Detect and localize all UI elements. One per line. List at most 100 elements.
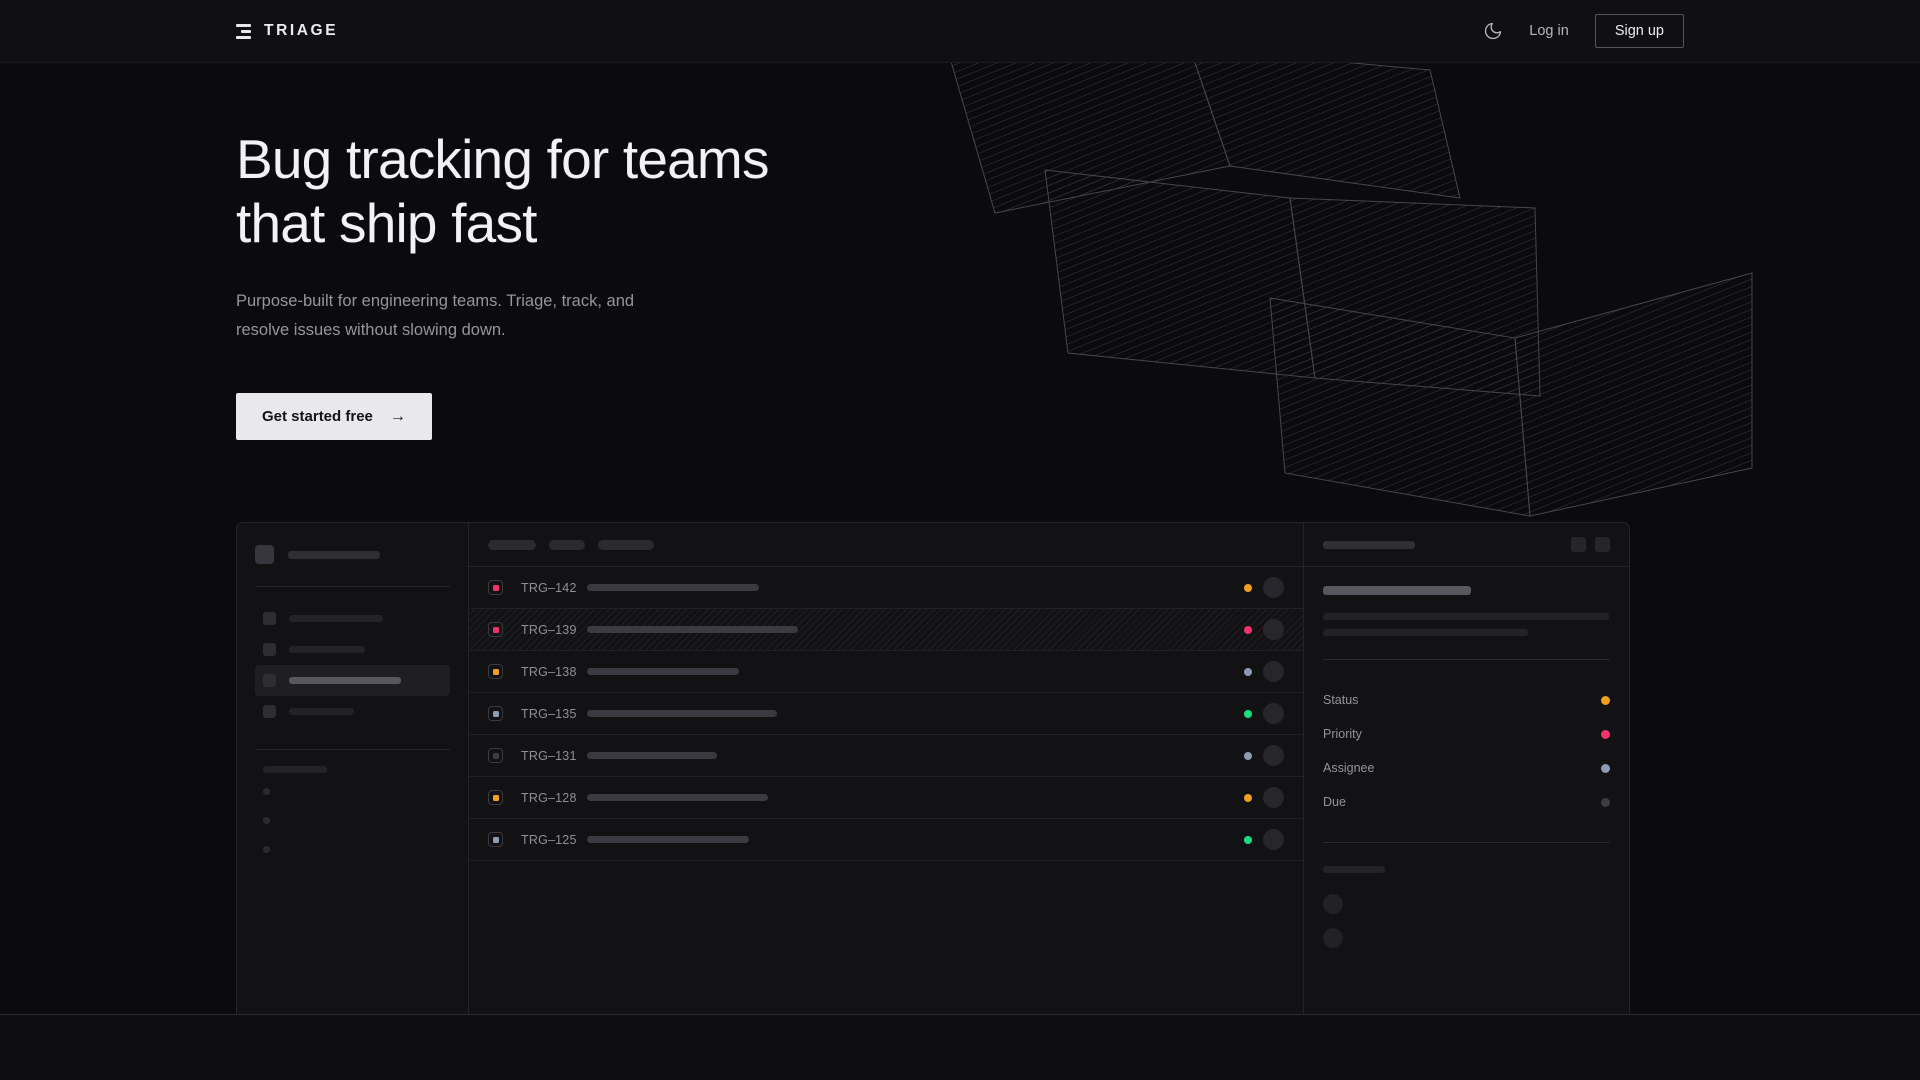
issue-id: TRG–128 [521,790,577,805]
issue-id: TRG–142 [521,580,577,595]
get-started-free-button[interactable]: Get started free → [236,393,432,440]
sidebar-subitem-1[interactable] [255,806,450,835]
row-meta [1244,703,1284,724]
issue-id: TRG–135 [521,706,577,721]
sidebar-divider-bottom [255,749,450,750]
table-row[interactable]: TRG–131 [469,735,1303,777]
issue-title-placeholder [587,668,739,675]
detail-divider-activity [1323,842,1610,843]
brand-name: TRIAGE [264,22,339,39]
row-meta [1244,619,1284,640]
table-row[interactable]: TRG–135 [469,693,1303,735]
table-row[interactable]: TRG–139 [469,609,1303,651]
list-filter-chip-0[interactable] [488,539,536,550]
row-meta [1244,577,1284,598]
meta-label: Assignee [1323,761,1375,775]
avatar [1263,661,1284,682]
mock-sidebar-sublist [255,777,450,864]
issue-title-placeholder [587,584,759,591]
activity-item-0 [1323,887,1610,921]
mock-sidebar-workspace[interactable] [255,545,450,564]
status-dot-icon [1244,835,1252,844]
issue-id: TRG–125 [521,832,577,847]
avatar [1263,703,1284,724]
below-fold-section [0,1014,1920,1080]
detail-description-line-0 [1323,613,1609,620]
sidebar-item-icon [263,674,276,687]
activity-section-label [1323,866,1385,873]
sidebar-item-3[interactable] [255,696,450,727]
sidebar-item-icon [263,643,276,656]
status-dot-icon [1244,583,1252,592]
detail-divider [1323,659,1610,660]
row-meta [1244,829,1284,850]
avatar [1323,894,1343,914]
detail-meta-priority[interactable]: Priority [1323,717,1610,751]
workspace-avatar [255,545,274,564]
sidebar-item-0[interactable] [255,603,450,634]
table-row[interactable]: TRG–128 [469,777,1303,819]
row-meta [1244,787,1284,808]
status-dot-icon [1244,793,1252,802]
detail-action-button-0[interactable] [1571,537,1586,552]
list-filter-chip-2[interactable] [598,539,654,550]
priority-icon [488,664,503,679]
sidebar-item-label [289,615,383,622]
issue-title-placeholder [587,836,749,843]
status-dot-icon [1244,709,1252,718]
status-dot-icon [1244,667,1252,676]
top-navigation-bar: TRIAGE Log in Sign up [0,0,1920,63]
sidebar-item-1[interactable] [255,634,450,665]
signup-button[interactable]: Sign up [1594,14,1684,48]
sidebar-section-label [263,766,327,773]
detail-meta-status[interactable]: Status [1323,683,1610,717]
avatar [1263,787,1284,808]
nav-actions: Log in Sign up [1483,14,1684,48]
meta-label: Priority [1323,727,1362,741]
mock-list-toolbar [469,523,1303,567]
table-row[interactable]: TRG–125 [469,819,1303,861]
priority-icon [488,790,503,805]
activity-avatar-list [1323,887,1610,955]
triage-logo-icon [236,23,251,39]
detail-action-button-1[interactable] [1595,537,1610,552]
sidebar-divider-top [255,586,450,587]
list-filter-chip-1[interactable] [549,539,585,550]
sidebar-subitem-dot-icon [263,817,270,824]
table-row[interactable]: TRG–138 [469,651,1303,693]
detail-meta-due[interactable]: Due [1323,785,1610,819]
row-meta [1244,661,1284,682]
meta-value-dot-icon [1601,695,1610,705]
table-row[interactable]: TRG–142 [469,567,1303,609]
avatar [1323,928,1343,948]
meta-label: Due [1323,795,1346,809]
hero-subheadline: Purpose-built for engineering teams. Tri… [236,292,635,339]
workspace-name-placeholder [288,550,380,559]
sidebar-item-label [289,677,401,684]
sidebar-item-icon [263,612,276,625]
sidebar-subitem-2[interactable] [255,835,450,864]
moon-icon[interactable] [1483,21,1503,41]
detail-description-placeholder [1323,613,1610,636]
status-dot-icon [1244,751,1252,760]
activity-item-1 [1323,921,1610,955]
arrow-right-icon: → [389,407,406,425]
detail-title-placeholder [1323,540,1415,549]
brand-logo[interactable]: TRIAGE [236,22,338,40]
login-link[interactable]: Log in [1529,23,1569,39]
avatar [1263,577,1284,598]
sidebar-subitem-0[interactable] [255,777,450,806]
page-title: Bug tracking for teams that ship fast [236,128,769,254]
sidebar-item-2[interactable] [255,665,450,696]
mock-sidebar-nav [255,603,450,727]
mock-detail-header [1304,523,1629,567]
detail-action-buttons [1571,537,1610,552]
issue-title-placeholder [587,752,717,759]
detail-meta-assignee[interactable]: Assignee [1323,751,1610,785]
